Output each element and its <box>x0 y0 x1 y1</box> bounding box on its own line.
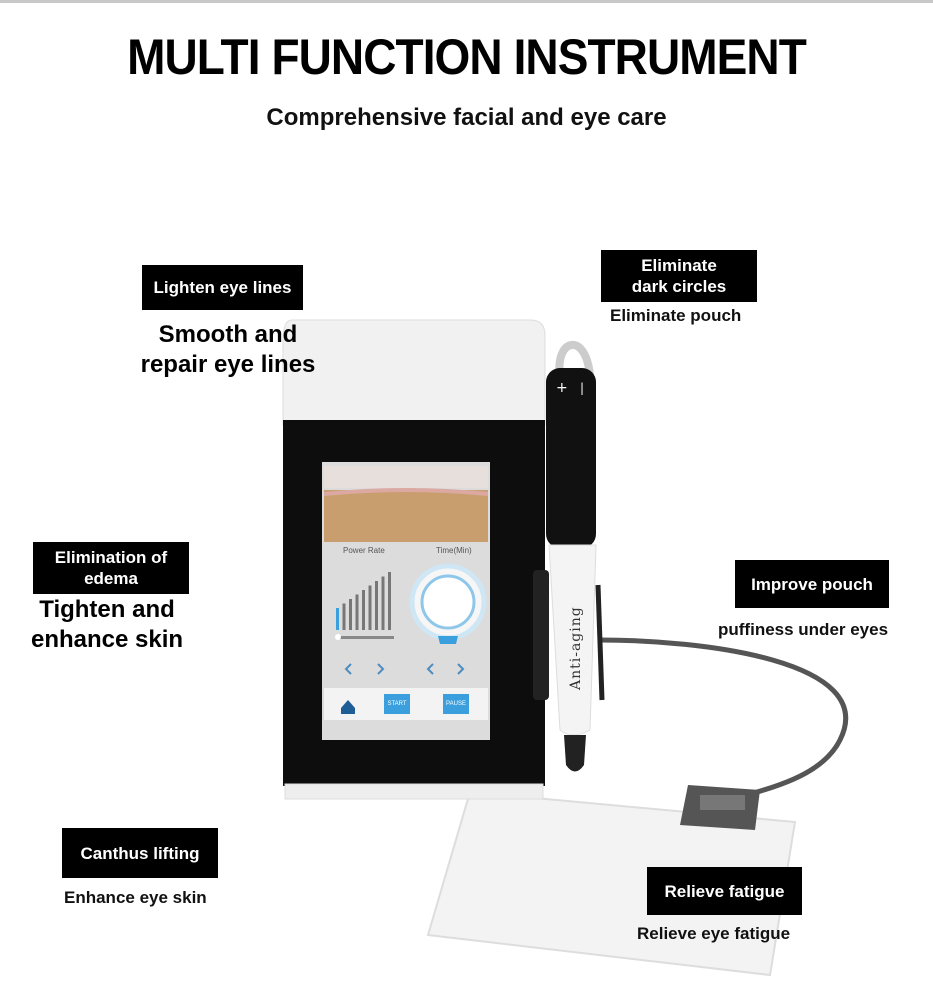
start-button[interactable]: START <box>384 694 410 714</box>
power-bar <box>349 599 352 630</box>
handpiece-tip <box>564 735 586 772</box>
feature-desc-puffiness: puffiness under eyes <box>718 620 889 639</box>
screen-skin-image <box>324 490 488 542</box>
power-bar <box>362 590 365 630</box>
arrow-icons <box>344 663 465 675</box>
feature-desc-eliminate-pouch: Eliminate pouch <box>610 306 742 325</box>
handpiece-cable-top <box>555 340 594 376</box>
time-label: Time(Min) <box>436 546 472 555</box>
feature-tag-improve-pouch: Improve pouch <box>735 560 889 608</box>
power-bar <box>388 572 391 630</box>
plus-icon: + <box>556 380 568 396</box>
page-subtitle: Comprehensive facial and eye care <box>266 104 667 131</box>
power-rate-label: Power Rate <box>343 546 385 555</box>
power-bar <box>342 603 346 630</box>
feature-tag-dark-circles: Eliminate dark circles <box>601 250 757 302</box>
feature-desc-enhance-eye-skin: Enhance eye skin <box>64 888 207 907</box>
feature-desc-tighten-skin: Tighten and enhance skin <box>30 596 184 653</box>
power-bar <box>336 608 339 630</box>
power-level-bars <box>336 572 391 630</box>
device-base <box>284 783 544 800</box>
feature-tag-canthus-lifting: Canthus lifting <box>62 828 218 878</box>
home-icon <box>341 700 355 714</box>
feature-tag-lighten-eye-lines: Lighten eye lines <box>142 265 303 310</box>
pause-button[interactable]: PAUSE <box>443 694 469 714</box>
page-title: MULTI FUNCTION INSTRUMENT <box>127 29 807 85</box>
feature-tag-relieve-fatigue: Relieve fatigue <box>647 867 802 915</box>
minus-icon: | <box>580 381 584 395</box>
handpiece-grip <box>546 368 596 548</box>
pad-connector <box>680 785 760 830</box>
feature-tag-edema: Elimination of edema <box>33 542 189 594</box>
top-divider <box>0 0 933 3</box>
feature-desc-smooth-repair: Smooth and repair eye lines <box>140 321 316 378</box>
feature-desc-relieve-eye-fatigue: Relieve eye fatigue <box>637 924 791 943</box>
handpiece-label: Anti-aging <box>568 606 584 691</box>
power-bar <box>381 576 385 630</box>
power-bar <box>355 594 359 630</box>
cable <box>599 637 849 803</box>
power-bar <box>368 585 372 630</box>
power-bar <box>375 581 378 630</box>
